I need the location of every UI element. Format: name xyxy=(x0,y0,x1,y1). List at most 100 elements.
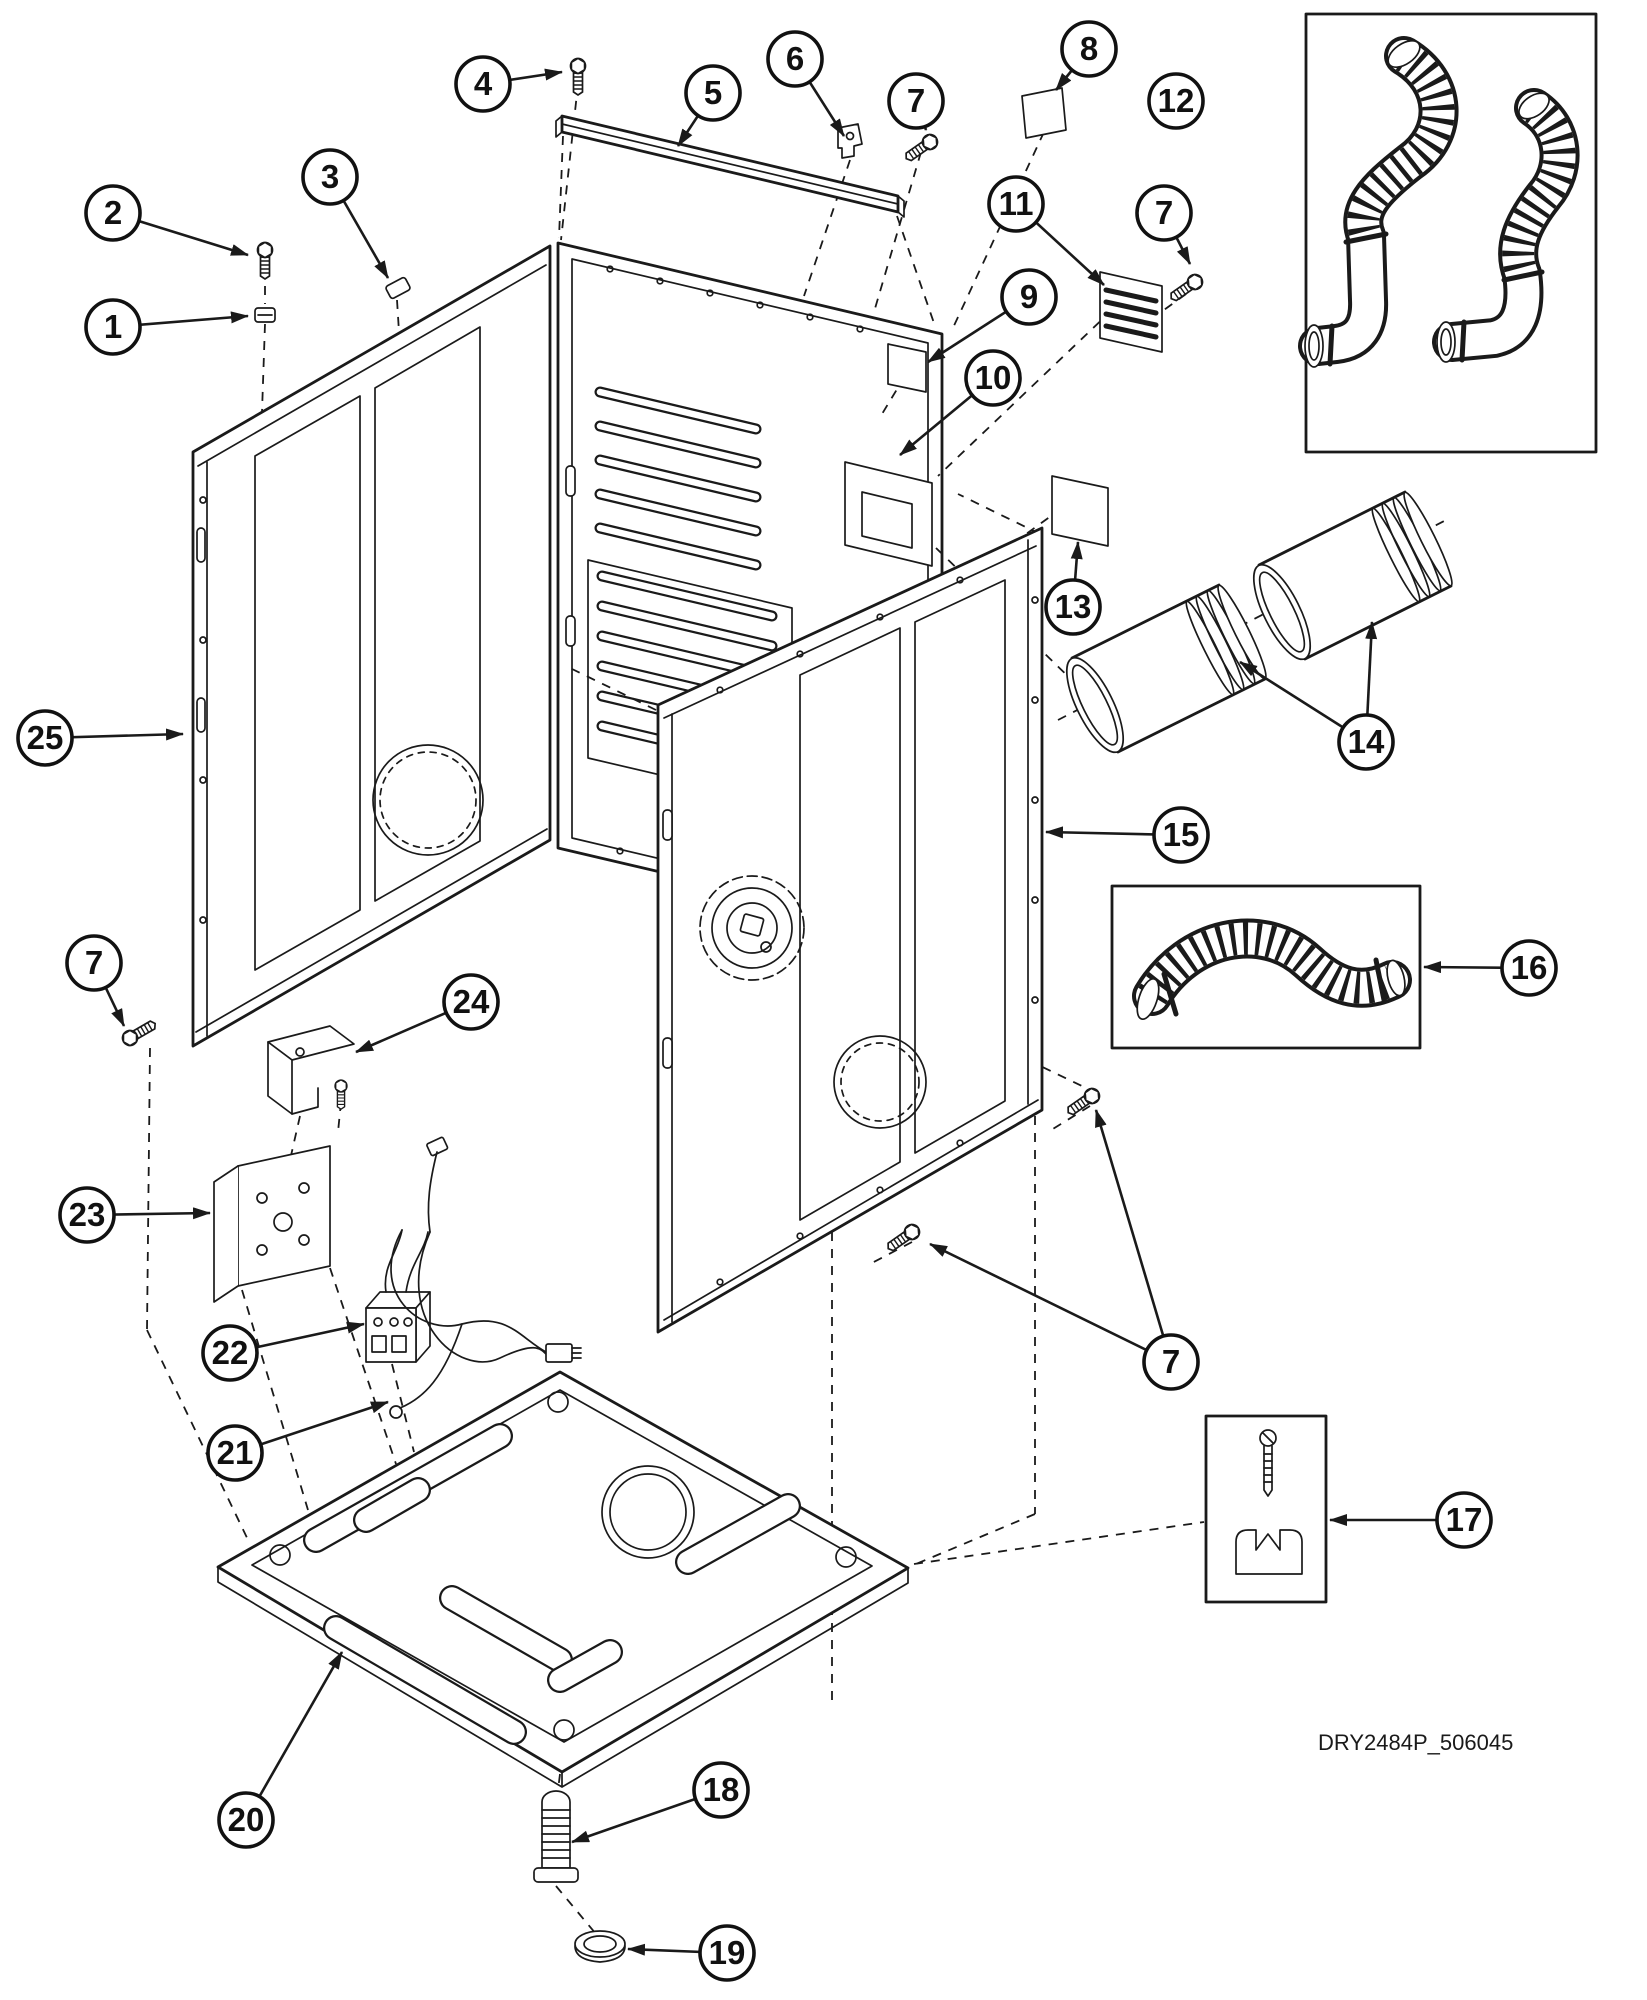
svg-text:17: 17 xyxy=(1446,1501,1483,1538)
callout-14: 14 xyxy=(1337,713,1395,771)
svg-text:3: 3 xyxy=(321,158,339,195)
label-8 xyxy=(1021,87,1067,139)
svg-text:25: 25 xyxy=(27,719,64,756)
callout-19: 19 xyxy=(698,1924,756,1982)
bracket-screw xyxy=(334,1079,348,1110)
callout-3: 3 xyxy=(301,148,359,206)
svg-text:1: 1 xyxy=(104,308,122,345)
svg-text:20: 20 xyxy=(228,1801,265,1838)
clip-3 xyxy=(385,276,411,300)
leveling-leg xyxy=(533,1790,579,1883)
svg-text:14: 14 xyxy=(1348,723,1385,760)
callout-7-front: 7 xyxy=(1142,1333,1200,1391)
leader-part-20 xyxy=(244,1651,344,1821)
svg-text:9: 9 xyxy=(1020,278,1038,315)
door-catch xyxy=(699,875,805,981)
callout-9: 9 xyxy=(1000,268,1058,326)
top-trim xyxy=(555,114,905,218)
svg-text:19: 19 xyxy=(709,1934,746,1971)
inset-box-clip-kit xyxy=(1204,1414,1328,1604)
callout-13: 13 xyxy=(1044,578,1102,636)
svg-text:24: 24 xyxy=(453,983,490,1020)
front-knockout-hole xyxy=(833,1035,927,1129)
callout-2: 2 xyxy=(84,184,142,242)
elbow-flex-duct xyxy=(1132,918,1412,1021)
svg-text:7: 7 xyxy=(907,82,925,119)
left-side-panel xyxy=(191,244,552,1048)
knockout-hole xyxy=(372,744,484,856)
svg-text:10: 10 xyxy=(975,359,1012,396)
svg-text:8: 8 xyxy=(1080,30,1098,67)
callouts: 1 2 3 4 5 6 7 7 7 7 8 9 10 11 12 13 14 1… xyxy=(16,20,1558,1982)
svg-text:22: 22 xyxy=(212,1334,249,1371)
clip-6 xyxy=(837,123,863,159)
label-13 xyxy=(1051,475,1109,547)
callout-7-left: 7 xyxy=(65,934,123,992)
svg-text:15: 15 xyxy=(1163,816,1200,853)
screw-7-right xyxy=(1166,270,1207,306)
svg-text:18: 18 xyxy=(703,1771,740,1808)
svg-text:7: 7 xyxy=(85,944,103,981)
callout-18: 18 xyxy=(692,1761,750,1819)
callout-4: 4 xyxy=(454,55,512,113)
screw-7-top xyxy=(901,130,942,166)
callout-21: 21 xyxy=(206,1424,264,1482)
callout-15: 15 xyxy=(1152,806,1210,864)
svg-text:21: 21 xyxy=(217,1434,254,1471)
exhaust-duct-b xyxy=(1252,490,1453,661)
svg-text:12: 12 xyxy=(1158,82,1195,119)
svg-text:23: 23 xyxy=(69,1196,106,1233)
callout-7-right: 7 xyxy=(1135,184,1193,242)
callout-23: 23 xyxy=(58,1186,116,1244)
hold-down-clip xyxy=(1235,1529,1303,1575)
callout-6: 6 xyxy=(766,30,824,88)
callout-5: 5 xyxy=(684,64,742,122)
exhaust-opening xyxy=(844,461,933,567)
mounting-bracket-24 xyxy=(267,1025,355,1115)
exhaust-duct-a xyxy=(1065,583,1267,754)
svg-text:6: 6 xyxy=(786,40,804,77)
inset-box-elbow-duct xyxy=(1110,884,1422,1050)
svg-text:13: 13 xyxy=(1055,588,1092,625)
clip-kit-screw xyxy=(1259,1429,1277,1497)
clip-1 xyxy=(254,307,276,323)
svg-text:7: 7 xyxy=(1155,194,1173,231)
base-panel xyxy=(216,1370,910,1788)
svg-text:16: 16 xyxy=(1511,949,1548,986)
label-9 xyxy=(887,343,927,393)
flex-duct-left xyxy=(1298,36,1459,368)
svg-text:4: 4 xyxy=(474,65,493,102)
rubber-foot xyxy=(574,1930,626,1963)
svg-text:2: 2 xyxy=(104,194,122,231)
callout-7-top: 7 xyxy=(887,72,945,130)
callout-8: 8 xyxy=(1060,20,1118,78)
svg-text:11: 11 xyxy=(999,185,1034,222)
callout-20: 20 xyxy=(217,1791,275,1849)
callout-1: 1 xyxy=(84,298,142,356)
flex-duct-right xyxy=(1432,88,1580,363)
leader-part-7-front-a xyxy=(1094,1109,1173,1363)
front-panel xyxy=(656,526,1044,1334)
terminal-block-22 xyxy=(365,1229,431,1363)
wiring-harness-21 xyxy=(389,1136,582,1419)
callout-11: 11 xyxy=(987,175,1045,233)
callout-17: 17 xyxy=(1435,1491,1493,1549)
callout-16: 16 xyxy=(1500,939,1558,997)
inset-box-flex-duct-kit xyxy=(1298,12,1598,454)
callout-25: 25 xyxy=(16,709,74,767)
drawing-code: DRY2484P_506045 xyxy=(1318,1730,1513,1755)
leader-part-7-front-b xyxy=(929,1242,1172,1364)
callout-10: 10 xyxy=(964,349,1022,407)
vent-grille-11 xyxy=(1099,271,1163,353)
callout-24: 24 xyxy=(442,973,500,1031)
vent-slats-upper xyxy=(594,386,762,571)
screw-7-front-b xyxy=(883,1220,924,1256)
callout-22: 22 xyxy=(201,1324,259,1382)
terminal-bracket-23 xyxy=(213,1145,331,1303)
svg-text:7: 7 xyxy=(1162,1343,1180,1380)
screw-2 xyxy=(256,241,274,280)
screw-7-left xyxy=(118,1016,160,1050)
callout-12: 12 xyxy=(1147,72,1205,130)
